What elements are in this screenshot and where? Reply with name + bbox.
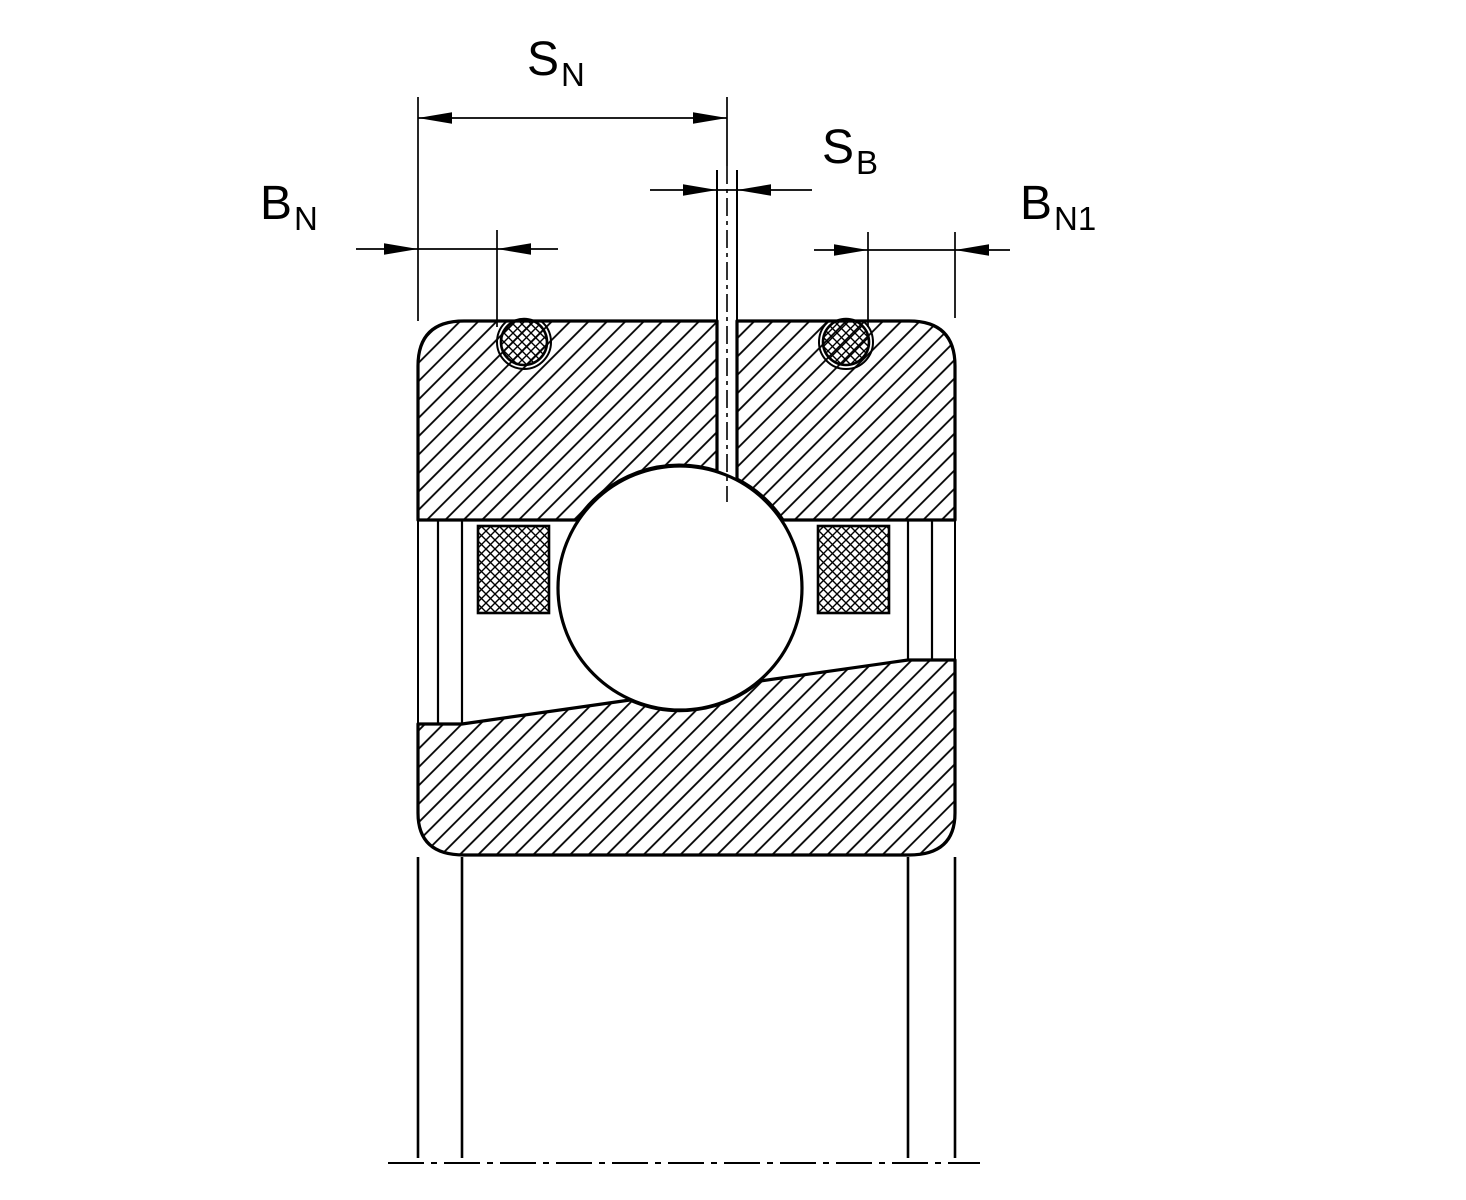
shaft-lines — [416, 857, 957, 1158]
bn1-arrowhead-left — [834, 244, 868, 256]
ring-edge-connector-lines — [417, 520, 956, 724]
right-o-ring-groove — [818, 320, 874, 370]
bn1-label-main: B — [1020, 177, 1053, 230]
bn-label-main: B — [260, 177, 293, 230]
sn-label-subscript: N — [561, 56, 585, 93]
rubber-seals — [476, 524, 891, 615]
dimension-sn — [417, 97, 728, 321]
sn-arrowhead-left — [418, 112, 452, 124]
sb-label-subscript: B — [856, 144, 879, 181]
bn-arrowhead-right — [497, 243, 531, 255]
dimension-label-bn: BN — [260, 177, 318, 236]
o-ring-grooves — [496, 320, 874, 370]
left-o-ring-seal — [499, 317, 549, 367]
left-seal-block — [476, 524, 551, 615]
bn1-label-subscript: N1 — [1054, 200, 1097, 237]
bn-arrowhead-left — [384, 243, 418, 255]
dimension-bn1 — [814, 232, 1010, 327]
bn1-arrowhead-right — [955, 244, 989, 256]
sb-arrowhead-right — [737, 184, 771, 196]
lubrication-slot — [716, 170, 738, 479]
bn-label-subscript: N — [294, 200, 318, 237]
ball — [556, 464, 804, 712]
right-o-ring-seal — [821, 317, 871, 367]
sn-arrowhead-right — [693, 112, 727, 124]
dimension-sb — [650, 184, 812, 196]
flinger-shields — [436, 520, 934, 724]
sb-arrowhead-left — [683, 184, 717, 196]
o-rings — [499, 317, 871, 367]
right-seal-block — [816, 524, 891, 615]
sn-label-main: S — [527, 33, 560, 86]
dimension-label-bn1: BN1 — [1020, 177, 1096, 236]
dimension-bn — [356, 230, 558, 327]
dimension-label-sb: SB — [822, 121, 878, 180]
left-o-ring-groove — [496, 320, 552, 370]
sb-label-main: S — [822, 121, 855, 174]
dimension-label-sn: SN — [527, 33, 585, 92]
